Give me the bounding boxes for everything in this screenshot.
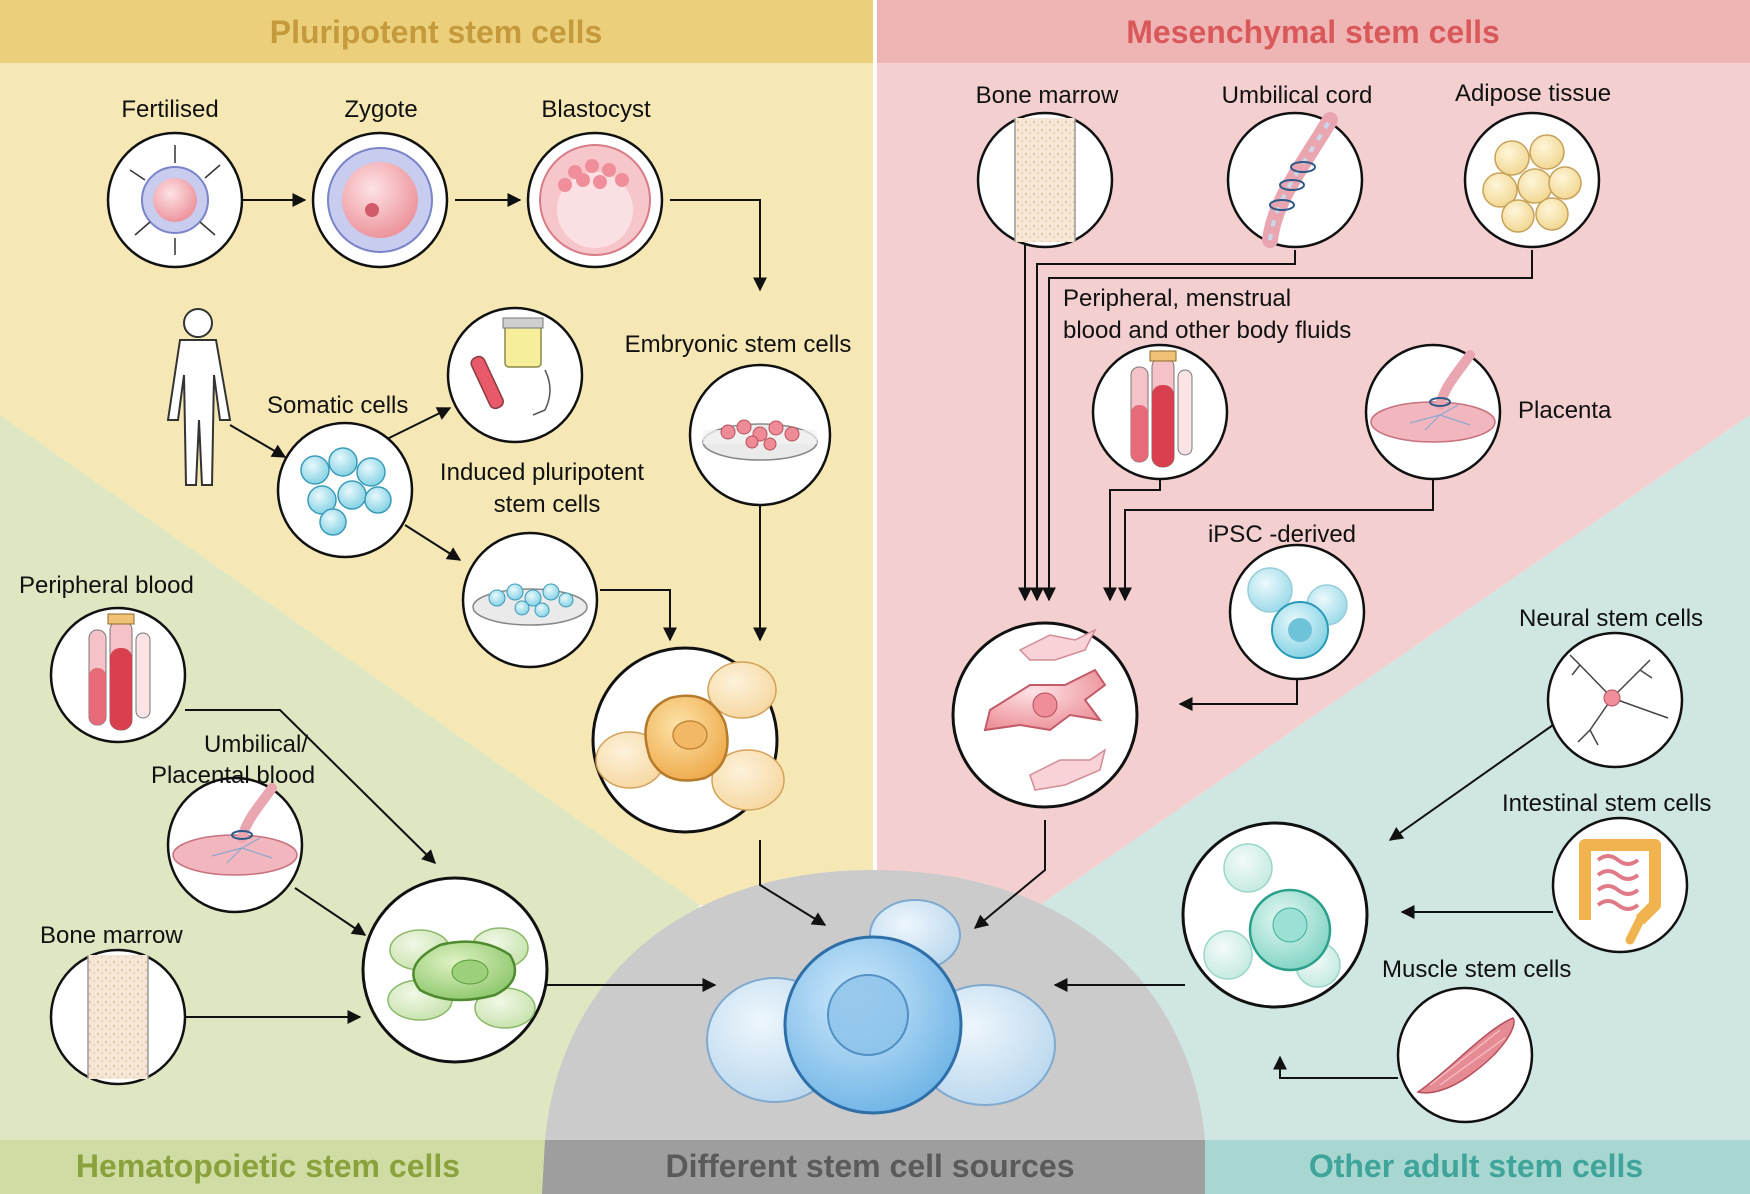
- center-section-title: Different stem cell sources: [665, 1148, 1075, 1184]
- hsc-placenta-illustration: [166, 776, 304, 914]
- center-footer-bar: [542, 1140, 1208, 1194]
- label-ipsc-line1: Induced pluripotent: [439, 459, 645, 486]
- arrow-neural: [1388, 724, 1554, 841]
- hematopoietic-section-title: Hematopoietic stem cells: [75, 1148, 461, 1184]
- arrow-pluri-center: [759, 840, 827, 926]
- arrow-msc-adipose: [1042, 250, 1533, 602]
- zygote-illustration: [311, 131, 449, 269]
- label-adipose-tissue: Adipose tissue: [1454, 80, 1612, 107]
- label-muscle-stem-cells: Muscle stem cells: [1382, 956, 1572, 983]
- label-embryonic-stem-cells: Embryonic stem cells: [624, 331, 852, 358]
- arrow-msc-ipsc-derived: [1178, 680, 1298, 711]
- neural-stem-cell-illustration: [1546, 631, 1684, 769]
- label-peripheral-blood: Peripheral blood: [19, 572, 194, 599]
- arrow-body-somatic: [229, 424, 287, 458]
- label-peripheral-line1: Peripheral, menstrual: [1063, 285, 1292, 312]
- label-blastocyst: Blastocyst: [541, 96, 651, 123]
- other-adult-footer-bar: [1205, 1140, 1750, 1194]
- label-somatic-cells: Somatic cells: [267, 392, 409, 419]
- label-placenta: Placenta: [1518, 397, 1612, 424]
- intestinal-illustration: [1551, 816, 1689, 954]
- label-fertilised: Fertilised: [121, 96, 219, 123]
- arrow-blastocyst-esc: [670, 199, 767, 292]
- msc-cells-illustration: [951, 621, 1139, 809]
- arrow-muscle: [1273, 1055, 1398, 1079]
- arrow-hsc-peripheral-blood: [185, 709, 436, 864]
- arrow-msc-center: [973, 820, 1046, 929]
- human-body-icon: [166, 308, 232, 486]
- somatic-cells-illustration: [276, 421, 414, 559]
- blood-tubes-illustration: [1091, 343, 1229, 481]
- hsc-bone-marrow-illustration: [49, 948, 187, 1086]
- connector-arrows: [185, 193, 1554, 1079]
- arrow-msc-umbilical: [1030, 250, 1296, 602]
- pluripotent-section-title: Pluripotent stem cells: [269, 14, 603, 50]
- fertilised-illustration: [106, 131, 244, 269]
- sample-collection-illustration: [446, 306, 584, 444]
- label-zygote: Zygote: [344, 96, 418, 123]
- other-adult-section-title: Other adult stem cells: [1308, 1148, 1644, 1184]
- label-peripheral-line2: blood and other body fluids: [1063, 317, 1352, 344]
- muscle-illustration: [1396, 986, 1534, 1124]
- pluripotent-cells-illustration: [591, 646, 785, 834]
- ipsc-derived-illustration: [1228, 543, 1366, 681]
- adipose-tissue-illustration: [1463, 111, 1601, 249]
- arrow-ipsc-pluri: [600, 589, 677, 642]
- mesenchymal-section-title: Mesenchymal stem cells: [1126, 14, 1500, 50]
- center-stem-cell-cluster: [706, 899, 1056, 1115]
- hematopoietic-footer-bar: [0, 1140, 545, 1194]
- mesenchymal-header-bar: [877, 0, 1750, 63]
- blastocyst-illustration: [526, 131, 664, 269]
- label-umbilical-cord: Umbilical cord: [1221, 82, 1373, 109]
- esc-dish-illustration: [688, 363, 832, 507]
- label-ipsc-derived: iPSC -derived: [1207, 521, 1357, 548]
- label-umbilical-placental-line1: Umbilical/: [203, 731, 309, 758]
- label-ipsc-line2: stem cells: [493, 491, 601, 518]
- hsc-cells-illustration: [361, 876, 549, 1064]
- arrow-msc-peripheral: [1103, 480, 1161, 602]
- arrow-somatic-ipsc: [404, 524, 462, 561]
- other-adult-cells-illustration: [1181, 821, 1369, 1009]
- arrow-hsc-umbilical: [294, 887, 367, 936]
- msc-placenta-illustration: [1364, 343, 1502, 481]
- pluripotent-header-bar: [0, 0, 873, 63]
- peripheral-blood-illustration: [49, 606, 187, 744]
- label-neural-stem-cells: Neural stem cells: [1519, 605, 1704, 632]
- arrow-msc-placenta: [1118, 480, 1434, 602]
- label-hsc-bone-marrow: Bone marrow: [40, 922, 183, 949]
- label-intestinal-stem-cells: Intestinal stem cells: [1502, 790, 1712, 817]
- arrow-somatic-sample: [384, 407, 452, 441]
- msc-bone-marrow-illustration: [976, 111, 1114, 249]
- label-umbilical-placental-line2: Placental blood: [150, 762, 316, 789]
- label-msc-bone-marrow: Bone marrow: [975, 82, 1119, 109]
- ipsc-dish-illustration: [461, 531, 599, 669]
- umbilical-cord-illustration: [1226, 111, 1364, 249]
